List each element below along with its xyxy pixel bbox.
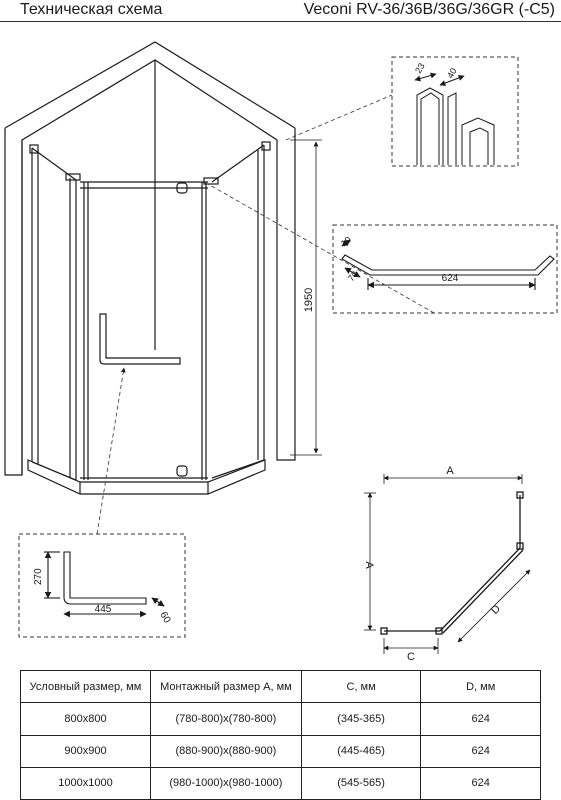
technical-drawing: 1950 23 40 10 70 624 bbox=[4, 41, 558, 663]
glass-dim-70: 70 bbox=[346, 269, 360, 283]
table-cell: (545-565) bbox=[300, 766, 422, 800]
table-row: 800х800 (780-800)х(780-800) (345-365) 62… bbox=[20, 702, 541, 736]
table-cell: 900х900 bbox=[20, 734, 151, 768]
plan-view: A A C D bbox=[363, 465, 531, 663]
table-row: 900х900 (880-900)х(880-900) (445-465) 62… bbox=[20, 734, 541, 768]
front-door bbox=[80, 181, 208, 480]
table-cell: (980-1000)х(980-1000) bbox=[150, 766, 302, 800]
plan-dim-d: D bbox=[489, 603, 503, 617]
back-walls bbox=[4, 41, 296, 476]
glass-dim-10: 10 bbox=[339, 234, 353, 248]
handle-dim-60: 60 bbox=[157, 610, 172, 626]
plan-dim-a-side: A bbox=[363, 561, 375, 569]
height-label: 1950 bbox=[303, 288, 315, 312]
table-cell: 624 bbox=[420, 734, 541, 768]
handle-dim-445: 445 bbox=[95, 604, 112, 615]
profile-detail: 23 40 bbox=[285, 56, 519, 167]
table-cell: 624 bbox=[420, 702, 541, 736]
table-header-cell: Условный размер, мм bbox=[20, 669, 151, 704]
table-cell: (780-800)х(780-800) bbox=[150, 702, 302, 736]
handle-dim-270: 270 bbox=[33, 568, 44, 585]
shower-tray bbox=[27, 459, 266, 495]
table-cell: 1000х1000 bbox=[20, 766, 151, 800]
height-dimension bbox=[290, 139, 322, 456]
table-cell: 624 bbox=[420, 766, 541, 800]
header-rule bbox=[0, 21, 561, 22]
plan-dim-c: C bbox=[407, 651, 415, 663]
header-bar: Техническая схема Veconi RV-36/36B/36G/3… bbox=[0, 0, 561, 22]
right-fixed-panel bbox=[203, 141, 271, 479]
table-cell: (445-465) bbox=[300, 734, 422, 768]
glass-dim-624: 624 bbox=[442, 273, 459, 284]
profile-dim-40: 40 bbox=[445, 66, 459, 80]
table-cell: 800х800 bbox=[20, 702, 151, 736]
model-title: Veconi RV-36/36B/36G/36GR (-C5) bbox=[303, 1, 555, 18]
table-header-row: Условный размер, мм Монтажный размер A, … bbox=[20, 669, 541, 704]
profile-dim-23: 23 bbox=[413, 61, 427, 75]
table-header-cell: C, мм bbox=[300, 669, 422, 704]
table-header-cell: Монтажный размер A, мм bbox=[150, 669, 302, 704]
table-cell: (345-365) bbox=[300, 702, 422, 736]
enclosure-perspective bbox=[4, 41, 296, 495]
page-title: Техническая схема bbox=[20, 1, 163, 18]
door-handle bbox=[99, 313, 181, 365]
table-header-cell: D, мм bbox=[420, 669, 541, 704]
left-fixed-panel bbox=[29, 144, 81, 481]
glass-profile-detail: 10 70 624 bbox=[207, 183, 558, 314]
table-row: 1000х1000 (980-1000)х(980-1000) (545-565… bbox=[20, 766, 541, 800]
specification-table: Условный размер, мм Монтажный размер A, … bbox=[20, 669, 541, 800]
table-cell: (880-900)х(880-900) bbox=[150, 734, 302, 768]
handle-detail: 270 445 60 bbox=[18, 367, 186, 638]
plan-dim-a-top: A bbox=[446, 465, 454, 477]
